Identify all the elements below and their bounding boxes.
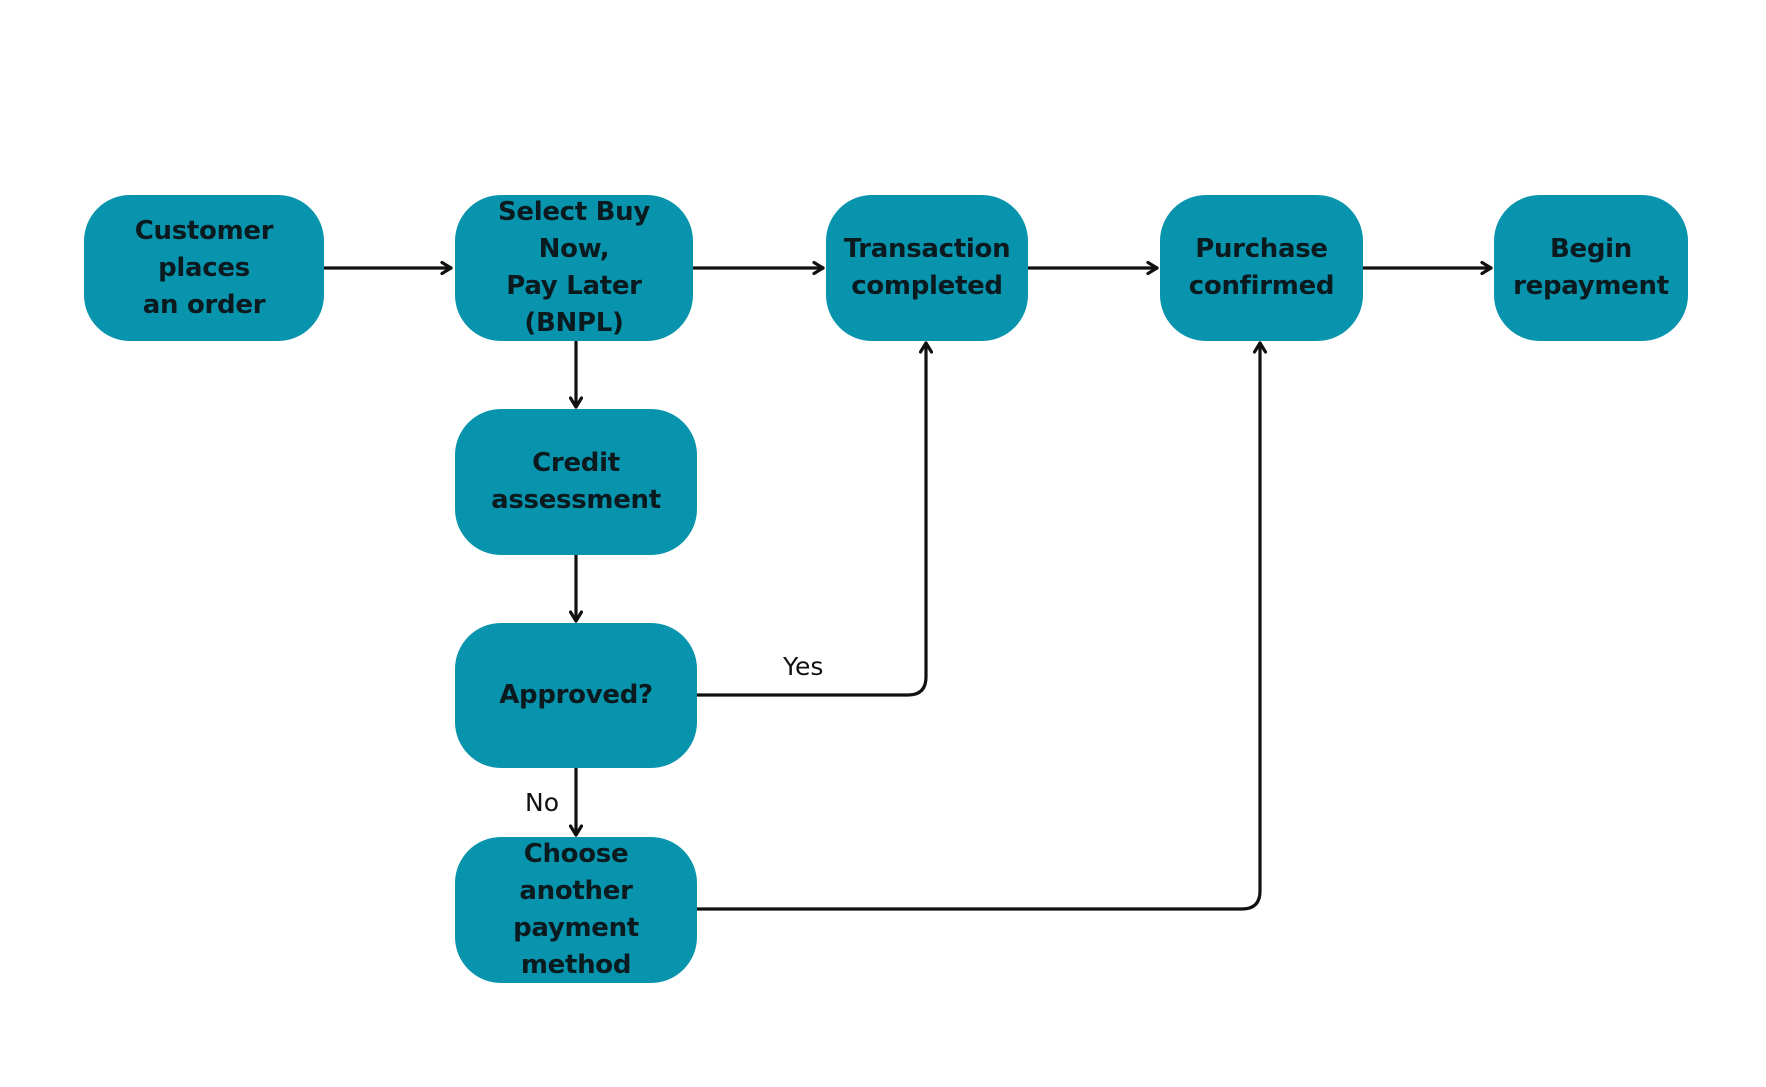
node-label: Select Buy Now, Pay Later (BNPL) — [497, 197, 651, 338]
node-transaction-completed: Transaction completed — [826, 195, 1028, 341]
node-label: Transaction completed — [843, 234, 1011, 301]
node-customer-places-order: Customer places an order — [84, 195, 324, 341]
edge-label-yes: Yes — [783, 652, 824, 681]
node-purchase-confirmed: Purchase confirmed — [1160, 195, 1363, 341]
node-label: Purchase confirmed — [1188, 234, 1335, 301]
node-begin-repayment: Begin repayment — [1494, 195, 1688, 341]
arrow-choose-another-to-purchase — [695, 341, 1260, 911]
arrow-yes-to-transaction — [695, 341, 926, 697]
node-select-bnpl: Select Buy Now, Pay Later (BNPL) — [455, 195, 693, 341]
node-label: Customer places an order — [134, 215, 274, 320]
node-label: Begin repayment — [1513, 234, 1669, 301]
node-label: Approved? — [499, 680, 653, 710]
node-approved: Approved? — [455, 623, 697, 768]
node-label: Credit assessment — [491, 448, 661, 515]
edge-label-no: No — [525, 788, 559, 817]
node-choose-another-payment: Choose another payment method — [455, 837, 697, 983]
node-label: Choose another payment method — [513, 839, 639, 980]
node-credit-assessment: Credit assessment — [455, 409, 697, 555]
